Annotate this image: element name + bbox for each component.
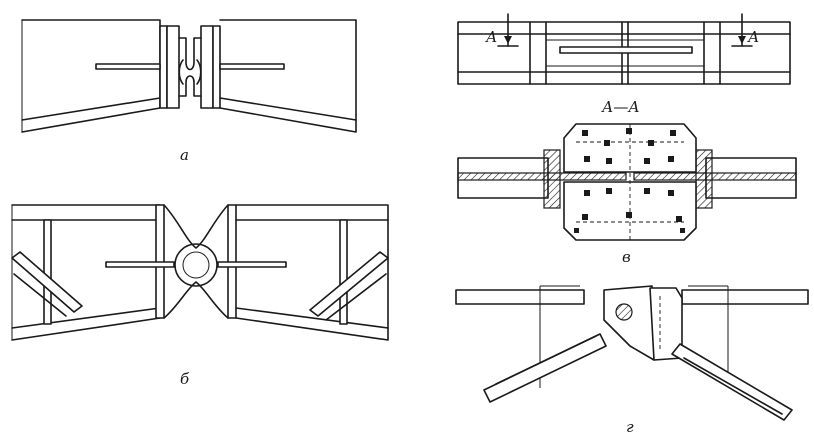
- bolt-group: [574, 128, 685, 233]
- figure-v-section: А—А: [457, 98, 797, 266]
- section-mark-right: А: [747, 28, 759, 46]
- label-a: а: [180, 146, 189, 164]
- figure-b: б: [11, 204, 389, 388]
- label-v: в: [622, 248, 631, 266]
- label-b: б: [180, 370, 190, 388]
- figure-a: а: [21, 19, 357, 164]
- figure-v-elevation: А А: [457, 13, 791, 85]
- figure-g: г: [455, 285, 809, 436]
- section-title: А—А: [601, 98, 640, 116]
- label-g: г: [626, 418, 634, 436]
- section-mark-left: А: [485, 28, 497, 46]
